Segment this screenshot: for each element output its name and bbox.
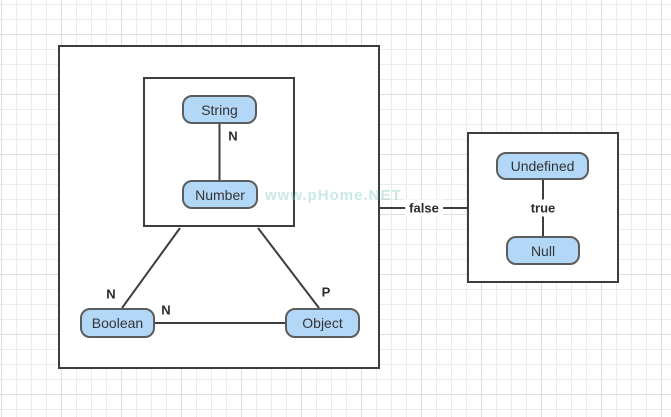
node-object-label: Object [302, 315, 343, 331]
edge-label-string-number: N [228, 128, 238, 144]
node-undefined[interactable]: Undefined [496, 152, 589, 180]
edge-label-false: false [405, 199, 443, 217]
edge-label-true: true [526, 199, 560, 217]
node-boolean-label: Boolean [91, 315, 144, 331]
node-null[interactable]: Null [506, 236, 580, 265]
node-number-label: Number [195, 186, 245, 203]
node-boolean[interactable]: Boolean [80, 308, 155, 338]
edge-innerbox-object[interactable] [257, 227, 320, 309]
edge-innerbox-boolean[interactable] [121, 227, 181, 309]
edge-label-innerbox-object: P [321, 284, 331, 300]
node-string-label: String [201, 101, 238, 118]
node-object[interactable]: Object [285, 308, 360, 338]
node-string[interactable]: String [182, 95, 257, 124]
edge-label-innerbox-boolean: N [106, 286, 116, 302]
node-null-label: Null [530, 242, 556, 259]
node-undefined-label: Undefined [510, 158, 575, 174]
edge-label-boolean-object: N [161, 302, 171, 318]
node-number[interactable]: Number [182, 180, 258, 209]
